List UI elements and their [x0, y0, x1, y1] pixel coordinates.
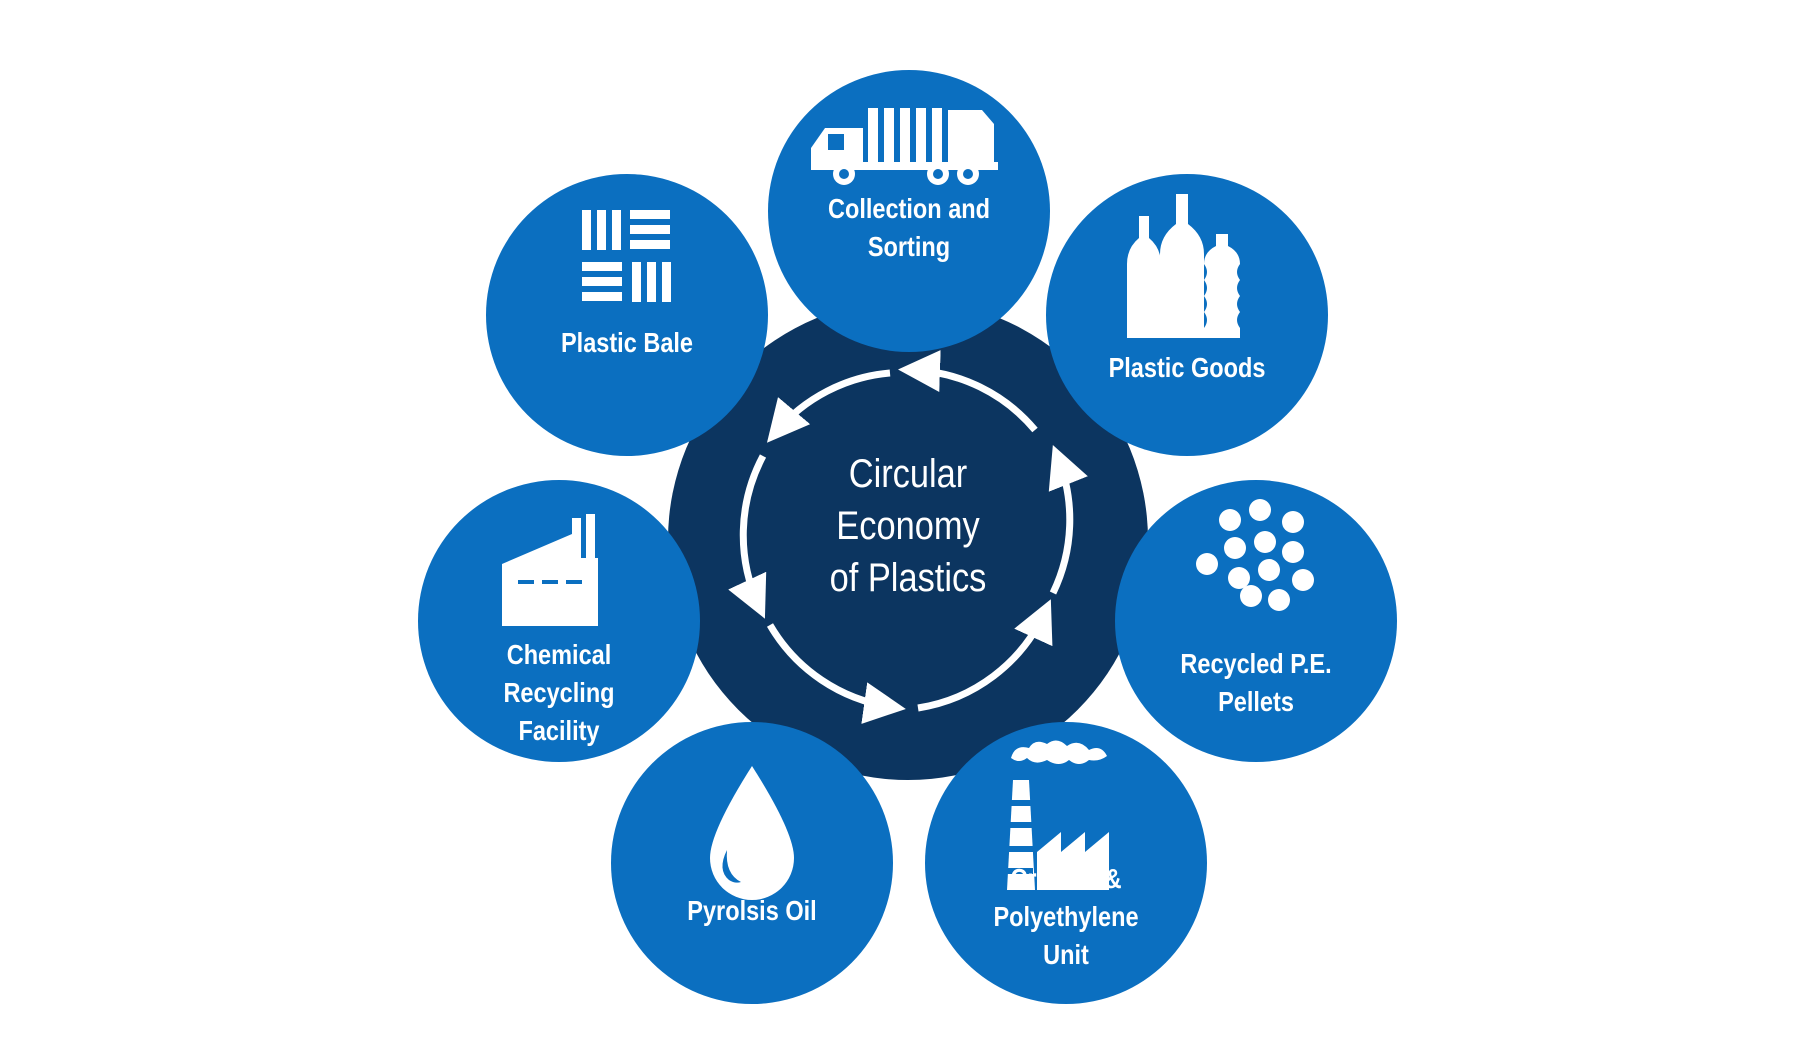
arrow-2: [728, 454, 767, 619]
arrow-5: [1048, 444, 1088, 595]
node-label: Collection and Sorting: [827, 193, 991, 262]
factory-smokestack-icon: [1007, 740, 1109, 890]
node-plastic-bale: Plastic Bale: [486, 174, 768, 456]
chemical-plant-icon: [502, 514, 598, 626]
node-label: Chemical Recycling Facility: [503, 639, 615, 746]
node-label: Pyrolsis Oil: [687, 895, 817, 926]
node-recycled-pe-pellets: Recycled P.E. Pellets: [1115, 480, 1397, 762]
arrow-4: [917, 599, 1053, 712]
node-chemical-recycling-facility: Chemical Recycling Facility: [418, 480, 700, 762]
node-pyrolsis-oil: Pyrolsis Oil: [611, 722, 893, 1004]
node-label: Plastic Bale: [560, 327, 694, 358]
arrow-3: [766, 623, 906, 724]
node-cracker-polyethylene-unit: Cracker & Polyethylene Unit: [925, 722, 1207, 1004]
center-title-line: of Plastics: [829, 556, 987, 600]
arrow-1: [766, 369, 891, 443]
oil-drop-icon: [710, 766, 794, 900]
center-title-line: Circular: [848, 452, 968, 496]
garbage-truck-icon: [811, 108, 998, 185]
node-plastic-goods: Plastic Goods: [1046, 174, 1328, 456]
center-title: Circular Economy of Plastics: [781, 448, 1036, 604]
center-title-line: Economy: [836, 504, 980, 548]
arrow-6: [898, 349, 1038, 433]
bale-icon: [582, 210, 671, 302]
bottles-icon: [1127, 194, 1240, 338]
node-label: Plastic Goods: [1108, 352, 1266, 383]
node-collection-and-sorting: Collection and Sorting: [768, 70, 1050, 352]
node-label: Recycled P.E. Pellets: [1180, 648, 1332, 717]
pellets-icon: [1196, 499, 1314, 611]
node-label: Cracker & Polyethylene Unit: [993, 863, 1139, 970]
